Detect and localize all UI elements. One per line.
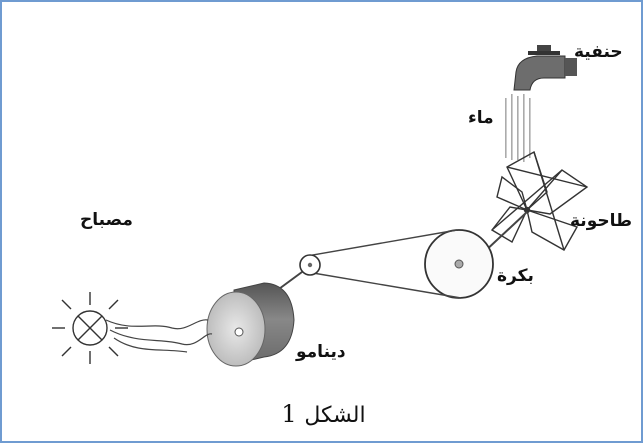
belt <box>306 229 462 299</box>
water-label: ماء <box>468 108 494 128</box>
small-pulley <box>299 254 321 276</box>
wires <box>105 319 213 353</box>
mill-label: طاحونة <box>570 211 632 231</box>
lamp-icon <box>52 292 128 364</box>
lamp-label: مصباح <box>80 210 133 230</box>
figure-caption: 1 الشكل <box>2 400 643 428</box>
water-mill-icon <box>490 150 589 251</box>
big-pulley <box>424 229 494 299</box>
caption-number: 1 <box>281 400 297 428</box>
tap-label: حنفية <box>574 42 623 62</box>
pulley-label: بكرة <box>497 266 534 286</box>
dynamo-icon <box>206 282 295 367</box>
tap-icon <box>513 45 577 91</box>
mill-axle <box>481 211 528 255</box>
caption-text: الشكل <box>304 403 366 428</box>
water-drops-icon <box>505 94 531 162</box>
dynamo-label: دينامو <box>296 342 346 362</box>
